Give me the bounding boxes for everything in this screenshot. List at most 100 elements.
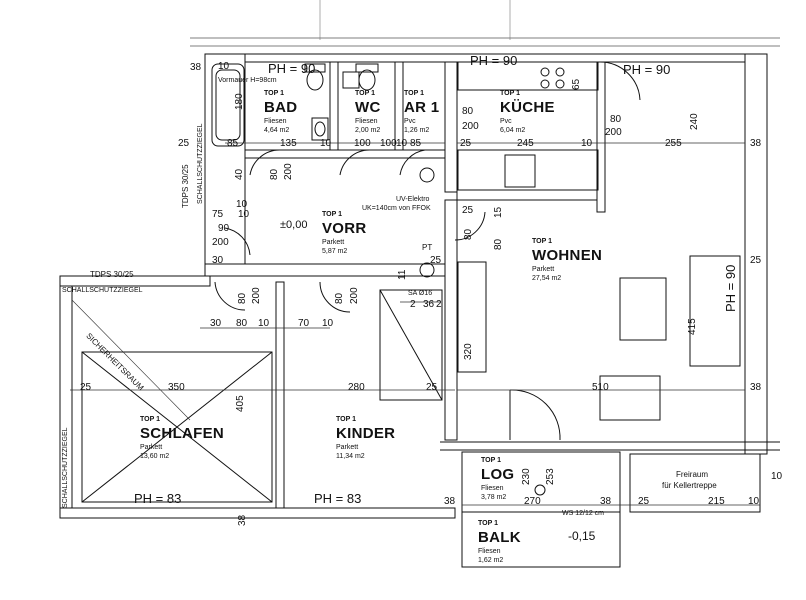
dim: 350	[168, 382, 185, 393]
dim: 25	[460, 138, 472, 149]
height-kinder: PH = 83	[314, 491, 362, 506]
room-area-balk: 1,62 m2	[478, 557, 504, 564]
room-material-schlafen: Parkett	[140, 444, 163, 451]
room-top-schlafen: TOP 1	[140, 416, 160, 423]
dim: 10	[258, 318, 270, 329]
dim: 280	[348, 382, 365, 393]
dim: 100	[354, 138, 371, 149]
room-name-wc: WC	[355, 99, 381, 116]
room-top-kinder: TOP 1	[336, 416, 356, 423]
dim: 2	[436, 299, 442, 310]
room-area-kueche: 6,04 m2	[500, 127, 526, 134]
dim: 25	[426, 382, 438, 393]
room-material-wc: Fliesen	[355, 118, 378, 125]
note-schall-v1: SCHALLSCHUTZZIEGEL	[197, 123, 204, 204]
dim: 65	[571, 78, 582, 90]
dim: 40	[234, 168, 245, 180]
dim: 200	[605, 127, 622, 138]
room-top-bad: TOP 1	[264, 90, 284, 97]
room-material-ar: Pvc	[404, 118, 416, 125]
dim: 25	[430, 255, 442, 266]
wall-tdps	[59, 275, 211, 287]
dim: 215	[708, 496, 725, 507]
dim: 255	[665, 138, 682, 149]
note-freiraum-1: Freiraum	[676, 470, 709, 479]
dim: 200	[462, 121, 479, 132]
dim: 2	[410, 299, 416, 310]
dim: 10	[236, 199, 248, 210]
dim: 80	[334, 292, 345, 304]
wall-bad-bottom	[244, 149, 446, 159]
room-name-ar: AR 1	[404, 99, 440, 116]
room-name-bad: BAD	[264, 99, 298, 116]
dim: 10	[748, 496, 760, 507]
dim: 135	[280, 138, 297, 149]
bed-schlafen	[81, 351, 273, 503]
room-top-vorr: TOP 1	[322, 211, 342, 218]
room-top-kueche: TOP 1	[500, 90, 520, 97]
dim: 38	[750, 382, 762, 393]
note-freiraum-2: für Kellertreppe	[662, 481, 717, 490]
loggia	[461, 451, 621, 513]
wall-ar-kueche	[444, 61, 458, 193]
dim: 25	[80, 382, 92, 393]
dim: 80	[463, 228, 474, 240]
dim: 85	[410, 138, 422, 149]
note-uv1: UV-Elektro	[396, 196, 430, 203]
dim: 200	[283, 163, 294, 180]
room-material-balk: Fliesen	[478, 548, 501, 555]
wall-vorr-bottom	[204, 263, 451, 277]
dim: 10	[322, 318, 334, 329]
dim: 85	[227, 138, 239, 149]
dim: 30	[210, 318, 222, 329]
dim: 10	[238, 209, 250, 220]
room-material-bad: Fliesen	[264, 118, 287, 125]
dim: 75	[212, 209, 224, 220]
level-balk: -0,15	[568, 529, 596, 543]
dim: 200	[349, 287, 360, 304]
dim: 80	[493, 238, 504, 250]
height-bad: PH = 90	[268, 61, 316, 76]
note-vormauer: Vormauer H=98cm	[218, 77, 277, 84]
dim: 25	[462, 205, 474, 216]
dim: 10	[771, 471, 783, 482]
room-area-schlafen: 13,60 m2	[140, 453, 170, 460]
dim: 25	[178, 138, 190, 149]
room-top-ar: TOP 1	[404, 90, 424, 97]
dim: 90	[218, 223, 230, 234]
dim: 10	[396, 138, 408, 149]
room-name-schlafen: SCHLAFEN	[140, 425, 225, 442]
dim: 253	[545, 468, 556, 485]
dim: 38	[750, 138, 762, 149]
dim: 230	[521, 468, 532, 485]
wall-schlafen-kinder	[275, 281, 285, 513]
dim: 510	[592, 382, 609, 393]
dim: 10	[581, 138, 593, 149]
room-name-kinder: KINDER	[336, 425, 396, 442]
wall-right	[744, 53, 768, 455]
dim: 200	[212, 237, 229, 248]
room-material-log: Fliesen	[481, 485, 504, 492]
dim: 405	[235, 395, 246, 412]
dim: 320	[463, 343, 474, 360]
dim: 38	[444, 496, 456, 507]
wall-kueche-bottom	[456, 189, 598, 201]
room-material-kinder: Parkett	[336, 444, 359, 451]
room-area-log: 3,78 m2	[481, 494, 507, 501]
wall-wohnen-left	[444, 199, 458, 441]
dim: 38	[190, 62, 202, 73]
height-wohnen-top: PH = 90	[623, 62, 671, 77]
dim: 270	[524, 496, 541, 507]
dim: 100	[380, 138, 397, 149]
room-top-wohnen: TOP 1	[532, 238, 552, 245]
room-area-bad: 4,64 m2	[264, 127, 290, 134]
dim: 11	[397, 269, 408, 280]
dim: 10	[218, 61, 230, 72]
dim: 25	[638, 496, 650, 507]
room-area-ar: 1,26 m2	[404, 127, 430, 134]
armchair	[599, 375, 661, 421]
room-name-wohnen: WOHNEN	[532, 247, 603, 264]
note-ws: WS 12/12 cm	[562, 510, 605, 517]
room-top-wc: TOP 1	[355, 90, 375, 97]
